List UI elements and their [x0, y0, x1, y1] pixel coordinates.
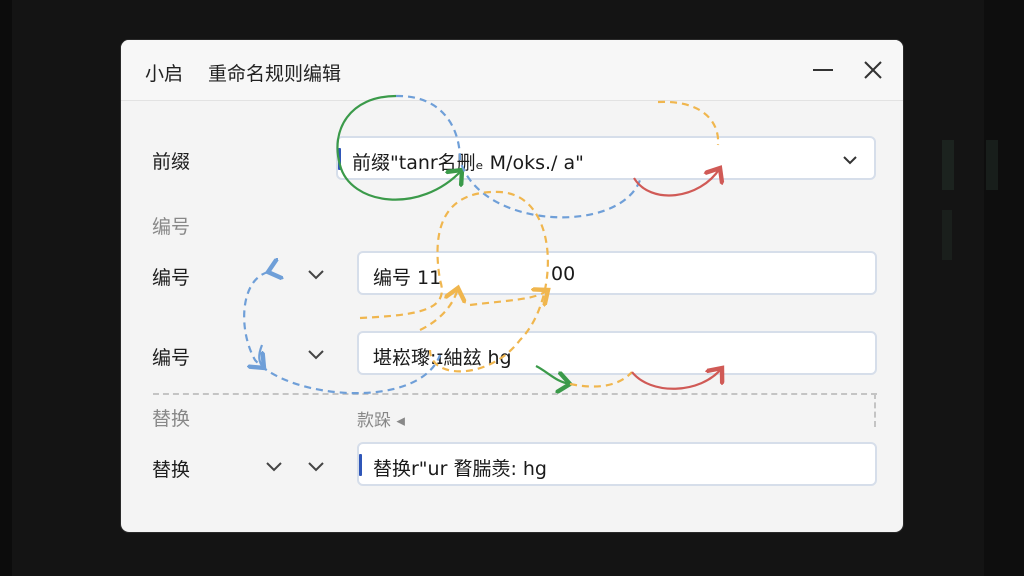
close-icon — [864, 61, 882, 79]
focus-indicator — [338, 148, 341, 170]
background-edge-right — [984, 0, 1024, 576]
section-divider — [153, 393, 877, 395]
number-suffix: 00 — [551, 263, 576, 285]
background-glow — [942, 210, 952, 260]
section-divider-end — [874, 393, 876, 427]
close-button[interactable] — [857, 54, 889, 86]
app-name: 小启 — [145, 63, 184, 85]
number-format-value: 堪崧瓈:ɪ紬玆 hg — [373, 347, 512, 369]
prefix-label: 前缀 — [152, 151, 191, 173]
rename-rule-dialog: 小启 重命名规则编辑 前缀 前缀"tanr名删ₑ M/oks./ a" 编号 编… — [121, 40, 903, 532]
replace-hint: 款跺 ◂ — [357, 411, 405, 431]
number-format-input[interactable]: 堪崧瓈:ɪ紬玆 hg — [357, 331, 877, 375]
replace-value: 替换r"ur 瞀腨羡: hg — [373, 458, 547, 480]
background-edge-left — [0, 0, 12, 576]
chevron-down-icon[interactable] — [306, 456, 326, 476]
replace-label: 替换 — [152, 459, 191, 481]
dialog-title: 重命名规则编辑 — [208, 63, 342, 85]
number-section-label: 编号 — [152, 216, 191, 238]
chevron-down-icon[interactable] — [264, 456, 284, 476]
background-glow — [986, 140, 998, 190]
focus-indicator — [359, 454, 362, 476]
number-label: 编号 — [152, 347, 191, 369]
title-separator — [121, 100, 903, 101]
number-input[interactable]: 编号 11 00 — [357, 251, 877, 295]
chevron-down-icon[interactable] — [840, 150, 860, 170]
chevron-down-icon[interactable] — [306, 264, 326, 284]
title-bar: 小启 重命名规则编辑 — [121, 40, 903, 100]
minimize-icon — [813, 69, 833, 71]
prefix-value: 前缀"tanr名删ₑ M/oks./ a" — [352, 152, 584, 174]
replace-section-label: 替换 — [152, 408, 191, 430]
prefix-select[interactable]: 前缀"tanr名删ₑ M/oks./ a" — [336, 136, 876, 180]
number-value: 编号 11 — [373, 267, 442, 289]
minimize-button[interactable] — [807, 54, 839, 86]
chevron-down-icon[interactable] — [306, 344, 326, 364]
number-label: 编号 — [152, 267, 191, 289]
replace-input[interactable]: 替换r"ur 瞀腨羡: hg — [357, 442, 877, 486]
background-glow — [942, 140, 954, 190]
